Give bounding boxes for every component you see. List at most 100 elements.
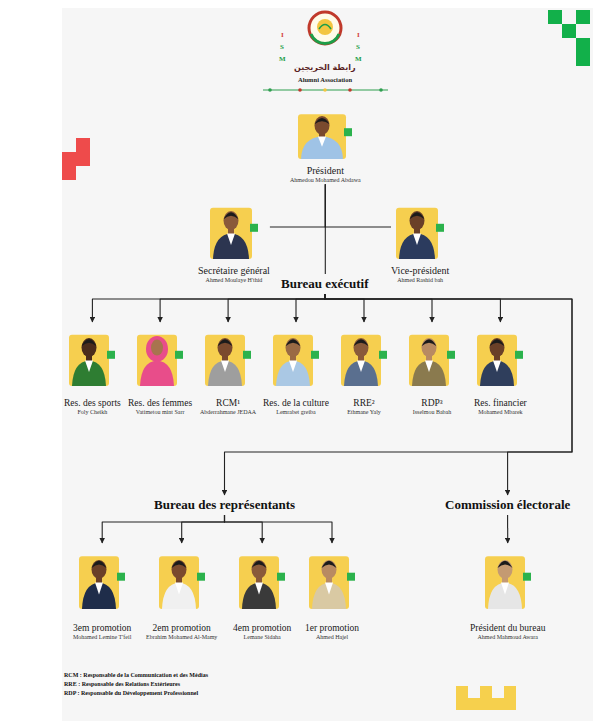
green-badge — [107, 351, 115, 359]
person-hair — [322, 561, 337, 568]
person-head — [497, 560, 512, 579]
green-badge — [243, 351, 251, 359]
role-title: RRE² — [339, 398, 389, 409]
logo-text: رابطة الخريجين — [294, 63, 356, 73]
photo-backdrop — [273, 335, 313, 386]
photo-backdrop — [79, 556, 119, 609]
portrait-photo — [475, 322, 525, 386]
person-name: Ahmedou Mohamed Abdawa — [290, 177, 361, 185]
org-connector — [228, 294, 325, 322]
person-hair — [171, 561, 186, 568]
role-title: 2em promotion — [146, 623, 217, 634]
photo-backdrop — [239, 556, 279, 609]
photo-backdrop — [341, 335, 381, 386]
person-head — [82, 338, 97, 357]
photo-backdrop — [69, 335, 109, 386]
pixel — [62, 166, 76, 180]
logo-arc — [311, 34, 339, 44]
person-head — [315, 116, 330, 135]
org-connector — [92, 294, 324, 322]
pixel — [562, 24, 576, 38]
pixel — [504, 686, 516, 698]
logo-letter: M — [355, 55, 362, 63]
person-head — [252, 560, 267, 579]
logo-core — [317, 19, 333, 35]
person-head — [354, 338, 369, 357]
person-hair — [223, 212, 238, 219]
photo-backdrop — [477, 335, 517, 386]
shirt-collar — [255, 583, 263, 595]
shirt-collar — [413, 233, 421, 245]
person-box: 1er promotionAhmed Hajel — [305, 543, 359, 642]
role-title: Res. des femmes — [128, 398, 192, 409]
portrait-photo — [67, 322, 117, 386]
portrait-photo — [135, 322, 185, 386]
group-title: Bureau des représentants — [150, 495, 299, 515]
person-name: Ahmed Mahmoud Awara — [470, 634, 545, 642]
person-box: 2em promotionEbrahim Mohamed Al-Mamy — [146, 543, 217, 642]
role-title: Res. des sports — [64, 398, 121, 409]
org-connector — [225, 515, 333, 543]
person-name: Ahmed Rashid bah — [391, 277, 449, 285]
green-badge — [344, 128, 352, 136]
shirt-collar — [325, 583, 333, 595]
person-name: Ebrahim Mohamed Al-Mamy — [146, 634, 217, 642]
pixel — [456, 698, 468, 710]
shirt-collar — [175, 583, 183, 595]
shirt-collar — [221, 360, 229, 372]
org-connector — [325, 294, 572, 495]
person-name: Mohamed Lemine T'feil — [73, 634, 131, 642]
portrait-photo — [407, 322, 457, 386]
green-badge — [197, 573, 205, 581]
person-box: RRE²Ethmane Yaly — [339, 322, 389, 417]
portrait-photo — [237, 543, 287, 609]
group-title: Bureau exécutif — [277, 274, 373, 294]
group-heading: Commission électorale — [441, 495, 574, 515]
group-title: Commission électorale — [441, 495, 574, 515]
org-connector — [102, 515, 224, 543]
person-body — [162, 583, 196, 609]
org-connector — [225, 515, 263, 543]
person-body — [242, 583, 276, 609]
pixel — [576, 52, 590, 66]
pixel — [76, 152, 90, 166]
org-connector — [225, 294, 573, 495]
person-box: Vice-présidentAhmed Rashid bah — [391, 195, 449, 284]
role-title: Res. de la culture — [263, 398, 329, 409]
portrait-photo — [394, 195, 446, 259]
person-name: Foly Cheikh — [64, 409, 121, 417]
person-hair — [92, 561, 107, 568]
pixel — [504, 698, 516, 710]
org-connector — [325, 184, 326, 274]
pixel — [492, 698, 504, 710]
person-head — [322, 560, 337, 579]
green-badge — [250, 224, 258, 232]
org-connector — [325, 294, 501, 322]
person-box: 4em promotionLemane Sidaha — [233, 543, 291, 642]
org-connector — [296, 294, 325, 322]
rule-dot — [348, 88, 352, 92]
person-body — [140, 360, 174, 386]
person-hair — [285, 339, 300, 346]
rule-dot — [379, 88, 383, 92]
person-box: PrésidentAhmedou Mohamed Abdawa — [290, 103, 361, 184]
rule-dot — [298, 88, 302, 92]
person-name: Lemrabet greiba — [263, 409, 329, 417]
person-name: Isselmou Babah — [407, 409, 457, 417]
rule-dot — [268, 88, 272, 92]
person-box: Président du bureauAhmed Mahmoud Awara — [470, 543, 545, 642]
person-body — [276, 360, 310, 386]
group-heading: Bureau des représentants — [150, 495, 299, 515]
portrait-photo — [208, 195, 260, 259]
person-box: 3em promotionMohamed Lemine T'feil — [73, 543, 131, 642]
photo-backdrop — [159, 556, 199, 609]
portrait-photo — [307, 543, 357, 609]
person-hair — [490, 339, 505, 346]
logo-emblem — [309, 12, 341, 44]
person-box: Res. des femmesVatimetou mint Sarr — [128, 322, 192, 417]
person-box: RDP³Isselmou Babah — [407, 322, 457, 417]
shirt-collar — [493, 360, 501, 372]
person-name: Mohamed Mbarek — [474, 409, 527, 417]
green-badge — [523, 573, 531, 581]
